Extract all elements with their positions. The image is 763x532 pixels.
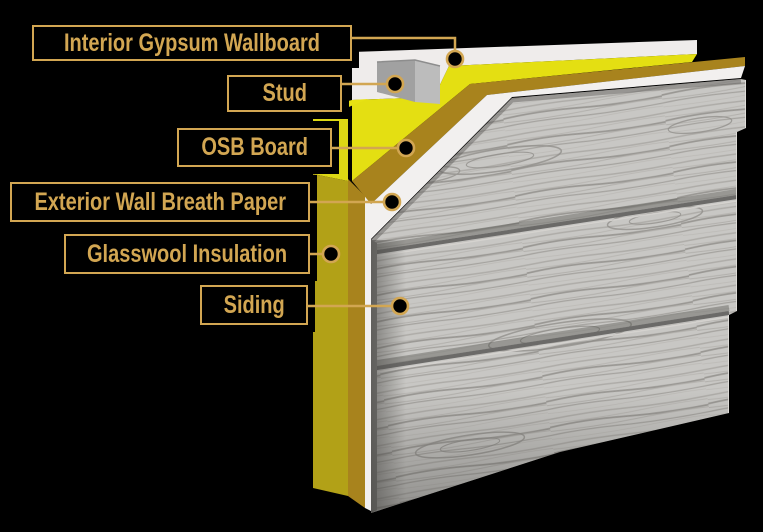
siding-gap-line (371, 195, 738, 255)
siding-gap-line (371, 311, 730, 371)
label-text: OSB Board (201, 133, 308, 161)
siding-shape (371, 79, 746, 513)
label-exterior-wall-breath-paper: Exterior Wall Breath Paper (10, 182, 310, 222)
label-glasswool-insulation: Glasswool Insulation (64, 234, 310, 274)
label-text: Glasswool Insulation (86, 239, 288, 268)
label-stud: Stud (227, 75, 342, 112)
label-text: Stud (262, 79, 307, 107)
label-text: Interior Gypsum Wallboard (64, 28, 320, 57)
breath-paper-shape (371, 66, 745, 239)
siding-gap-shadow (371, 305, 730, 367)
label-interior-gypsum-wallboard: Interior Gypsum Wallboard (32, 25, 352, 61)
osb-edge-strip-shape (348, 179, 365, 508)
label-text: Siding (223, 290, 285, 319)
paper-edge-strip-shape (365, 196, 371, 511)
label-text: Exterior Wall Breath Paper (34, 187, 286, 216)
label-osb-board: OSB Board (177, 128, 332, 167)
label-siding: Siding (200, 285, 308, 325)
siding-gap-shadow (371, 189, 738, 251)
insulation-side-lower-shape (313, 174, 348, 496)
osb-board-shape (352, 57, 745, 204)
insulation-front-shape (352, 54, 697, 181)
